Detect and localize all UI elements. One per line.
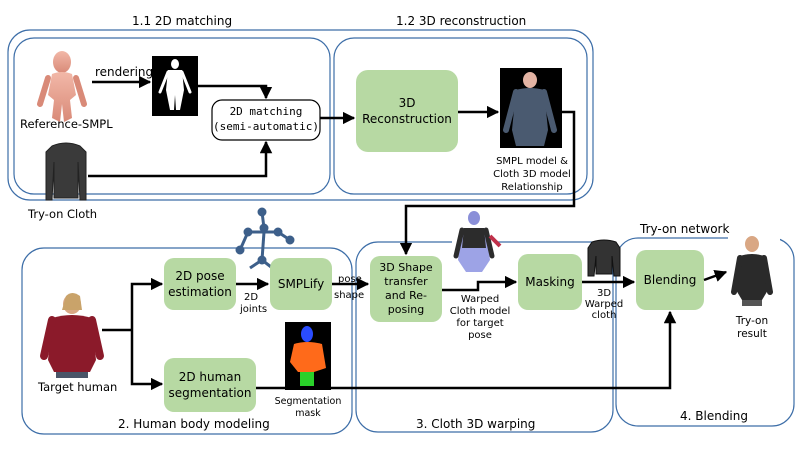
- reconstruction-label-1: 3D: [399, 96, 416, 110]
- tryon-result-image: [728, 236, 780, 308]
- segmentation-label-2: segmentation: [169, 386, 252, 400]
- connector-arrows: [88, 75, 728, 391]
- segmentation-label-1: 2D human: [179, 370, 242, 384]
- section-title-blending: 4. Blending: [680, 409, 748, 423]
- segmentation-mask-line-2: mask: [295, 408, 321, 419]
- joints-label-2: joints: [239, 304, 267, 315]
- pose-estimation-label-1: 2D pose: [175, 269, 224, 283]
- reconstruction-label-2: Reconstruction: [362, 112, 452, 126]
- rendering-label: rendering: [95, 65, 153, 79]
- reconstruction-3d-box: 3D Reconstruction: [356, 70, 458, 152]
- frame-body-modeling: [21, 247, 353, 435]
- tryon-cloth-label: Try-on Cloth: [27, 207, 97, 221]
- matching-2d-box: 2D matching (semi-automatic): [211, 99, 321, 141]
- warped-model-label: Warped Cloth model for target pose: [450, 294, 510, 341]
- shape-transfer-box: 3D Shape transfer and Re- posing: [370, 256, 442, 322]
- warped-model-line-3: for target: [456, 318, 503, 329]
- shape-transfer-label-3: and Re-: [385, 289, 427, 302]
- smpl-relationship-label: SMPL model & Cloth 3D model Relationship: [493, 156, 571, 193]
- smplify-box: SMPLify: [270, 258, 332, 310]
- warped-model-line-1: Warped: [461, 294, 499, 305]
- segmentation-mask-image: [285, 322, 331, 390]
- rendered-silhouette-image: [152, 56, 198, 116]
- warped-cloth-line-2: Warped: [585, 299, 623, 310]
- segmentation-box: 2D human segmentation: [164, 358, 256, 412]
- pose-skeleton-image: [235, 207, 295, 272]
- warped-cloth-label: 3D Warped cloth: [585, 288, 623, 321]
- segmentation-mask-label: Segmentation mask: [275, 396, 342, 419]
- smpl-relationship-line-2: Cloth 3D model: [493, 169, 571, 180]
- warped-model-line-4: pose: [468, 330, 492, 341]
- tryon-result-line-2: result: [737, 328, 767, 340]
- blending-box: Blending: [636, 250, 704, 310]
- smpl-relationship-line-3: Relationship: [501, 182, 562, 193]
- matching-2d-label-1: 2D matching: [230, 105, 303, 118]
- target-human-label: Target human: [37, 380, 117, 394]
- warped-model-image: [452, 208, 502, 274]
- blending-label: Blending: [644, 273, 697, 287]
- section-title-cloth-warping: 3. Cloth 3D warping: [416, 417, 535, 431]
- joints-label-1: 2D: [244, 292, 258, 303]
- tryon-result-line-1: Try-on: [735, 315, 768, 327]
- masking-box: Masking: [518, 254, 582, 310]
- smpl-relationship-line-1: SMPL model &: [496, 156, 568, 167]
- target-human-image: [40, 293, 104, 378]
- warped-cloth-line-3: cloth: [592, 310, 617, 321]
- segmentation-mask-line-1: Segmentation: [275, 396, 342, 407]
- section-title-tryon-network: Try-on network: [639, 222, 729, 236]
- outer-frame-top: [7, 29, 594, 201]
- frame-3d-reconstruction: [333, 37, 588, 195]
- section-title-matching: 1.1 2D matching: [132, 14, 232, 28]
- shape-transfer-label-4: posing: [388, 303, 424, 316]
- reference-smpl-label: Reference-SMPL: [20, 117, 113, 131]
- tryon-result-label: Try-on result: [735, 315, 768, 340]
- masking-label: Masking: [525, 275, 574, 289]
- pose-label: pose: [338, 274, 362, 285]
- warped-model-line-2: Cloth model: [450, 306, 510, 317]
- pose-estimation-box: 2D pose estimation: [164, 258, 236, 310]
- warped-cloth-line-1: 3D: [597, 288, 611, 299]
- smpl-cloth-model-image: [500, 68, 562, 148]
- reference-smpl-image: [37, 51, 87, 122]
- pose-estimation-label-2: estimation: [168, 285, 232, 299]
- shape-label: shape: [334, 290, 364, 301]
- tryon-cloth-image: [45, 142, 87, 201]
- shape-transfer-label-2: transfer: [384, 275, 428, 288]
- section-title-reconstruction: 1.2 3D reconstruction: [396, 14, 526, 28]
- smplify-label: SMPLify: [278, 277, 324, 291]
- frame-blending: [615, 237, 795, 427]
- warped-cloth-image: [587, 239, 621, 277]
- shape-transfer-label-1: 3D Shape: [379, 261, 433, 274]
- frame-2d-matching: [13, 37, 331, 195]
- matching-2d-label-2: (semi-automatic): [213, 120, 319, 133]
- section-title-body-modeling: 2. Human body modeling: [118, 417, 270, 431]
